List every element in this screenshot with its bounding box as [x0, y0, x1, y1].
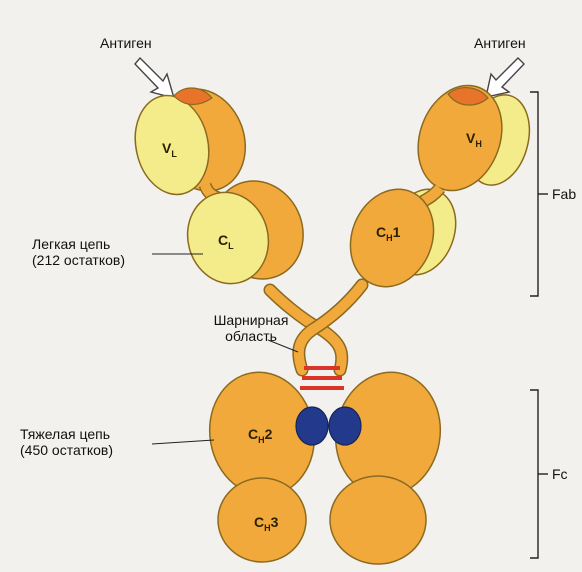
ch1-label: CH1 [376, 224, 400, 243]
hinge-label-line1: Шарнирная [196, 312, 306, 328]
fab-label: Fab [552, 186, 576, 202]
ch3-label: CH3 [254, 514, 278, 533]
vl-label: VL [162, 140, 177, 159]
light-chain-label-line1: Легкая цепь [32, 236, 125, 252]
vh-label: VH [466, 130, 482, 149]
light-chain-label: Легкая цепь (212 остатков) [32, 236, 125, 268]
antigen-label-left: Антиген [100, 35, 152, 51]
cl-label: CL [218, 232, 234, 251]
heavy-chain-label-line2: (450 остатков) [20, 442, 113, 458]
hinge-label: Шарнирная область [196, 312, 306, 344]
ch2-label: CH2 [248, 426, 272, 445]
ch3-right-domain [330, 476, 426, 564]
heavy-chain-label-line1: Тяжелая цепь [20, 426, 113, 442]
light-chain-label-line2: (212 остатков) [32, 252, 125, 268]
heavy-chain-label: Тяжелая цепь (450 остатков) [20, 426, 113, 458]
carbohydrate-left [296, 407, 328, 445]
hinge-label-line2: область [196, 328, 306, 344]
fc-label: Fc [552, 466, 568, 482]
antigen-label-right: Антиген [474, 35, 526, 51]
carbohydrate-right [329, 407, 361, 445]
